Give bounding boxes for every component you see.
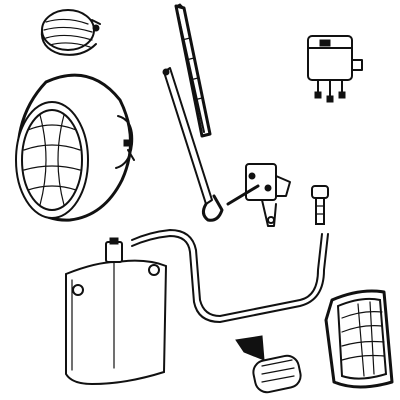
washer-reservoir (65, 237, 168, 386)
wiper-motor-switch (226, 163, 291, 227)
headlamp (15, 73, 135, 222)
parking-light-lens (40, 9, 101, 56)
washer-tube (131, 229, 329, 323)
wiper-blade (174, 3, 212, 138)
flasher-relay (307, 35, 363, 103)
reflector (235, 335, 302, 394)
tail-lamp (324, 289, 394, 389)
wiper-arm (162, 67, 224, 222)
washer-nozzle (311, 185, 329, 225)
